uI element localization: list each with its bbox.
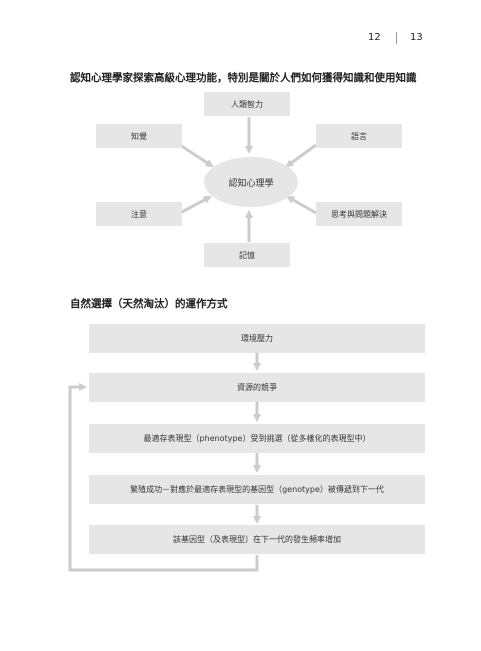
flow-step-1: 環境壓力: [89, 324, 425, 353]
flow-step-3: 最適存表現型（phenotype）受到挑選（從多樣化的表現型中）: [89, 424, 425, 453]
section2-title: 自然選擇（天然淘汰）的運作方式: [70, 298, 228, 310]
node-perception: 知覺: [96, 124, 182, 148]
node-attention: 注意: [96, 202, 182, 226]
flow-step-5: 該基因型（及表現型）在下一代的發生頻率增加: [89, 525, 425, 554]
arrow-perception: [179, 143, 214, 168]
flow-step-2: 資源的競爭: [89, 373, 425, 402]
page-number-separator: [396, 32, 397, 44]
arrow-attention: [179, 195, 212, 215]
page-number-left: 12: [368, 32, 381, 43]
arrow-language: [285, 143, 317, 168]
node-intelligence: 人類智力: [204, 92, 290, 116]
arrow-thinking: [286, 195, 317, 215]
node-thinking: 思考與問題解決: [316, 202, 402, 226]
page-number-right: 13: [410, 32, 423, 43]
flow-step-4: 繁殖成功－對應於最適存表現型的基因型（genotype）被傳遞到下一代: [89, 475, 425, 504]
node-memory: 記憶: [204, 243, 290, 267]
page-numbers: 12 13: [360, 32, 460, 46]
center-node: 認知心理學: [204, 157, 298, 207]
node-language: 語言: [316, 124, 402, 148]
section1-title: 認知心理學家探索高級心理功能，特別是關於人們如何獲得知識和使用知識: [70, 72, 417, 84]
